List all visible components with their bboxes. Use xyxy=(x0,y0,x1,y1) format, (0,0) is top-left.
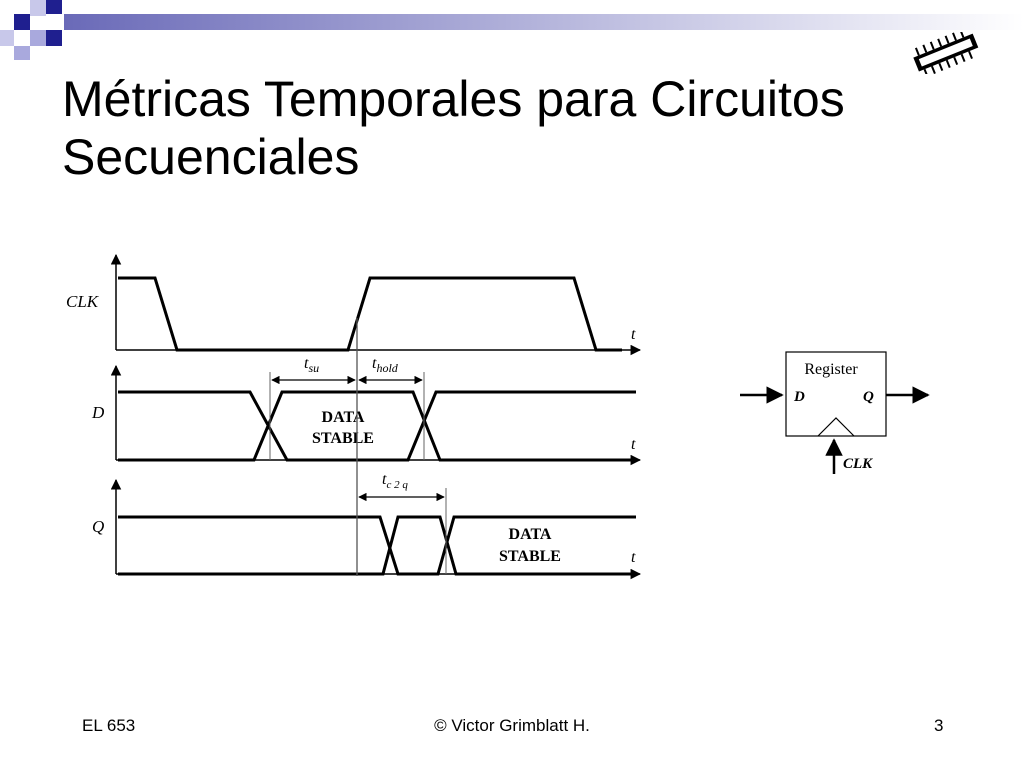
footer-course-code: EL 653 xyxy=(82,716,136,735)
register-d-pin: D xyxy=(793,389,805,405)
corner-square xyxy=(46,0,62,14)
q-signal-label: Q xyxy=(92,517,104,536)
corner-decoration xyxy=(0,0,1024,60)
d-data-stable-line-1: DATA xyxy=(322,409,365,426)
clk-time-label: t xyxy=(631,326,636,343)
corner-square xyxy=(30,0,46,16)
register-title: Register xyxy=(804,361,858,378)
corner-square xyxy=(30,30,46,46)
q-data-stable-line-2: STABLE xyxy=(499,548,561,565)
footer-author: © Victor Grimblatt H. xyxy=(434,716,590,735)
corner-square xyxy=(14,46,30,60)
d-time-label: t xyxy=(631,436,636,453)
clk-signal-label: CLK xyxy=(66,292,100,311)
footer-page-number: 3 xyxy=(934,716,944,735)
q-waveform xyxy=(118,515,636,576)
corner-square xyxy=(46,30,62,46)
corner-square xyxy=(0,30,14,46)
slide-title: Métricas Temporales para Circuitos Secue… xyxy=(62,70,992,186)
title-line-2: Secuenciales xyxy=(62,129,360,185)
register-clock-triangle xyxy=(817,417,855,437)
ic-chip-icon xyxy=(913,32,979,74)
q-data-stable-line-1: DATA xyxy=(509,526,552,543)
register-q-pin: Q xyxy=(863,389,874,405)
thold-label: thold xyxy=(372,355,399,375)
title-bar-gradient xyxy=(64,14,1024,30)
register-block: Register D Q CLK xyxy=(740,351,930,474)
d-waveform xyxy=(118,390,636,462)
corner-square xyxy=(14,14,30,30)
d-signal-label: D xyxy=(91,403,105,422)
tsu-label: tsu xyxy=(304,355,319,375)
q-time-label: t xyxy=(631,549,636,566)
d-data-stable-line-2: STABLE xyxy=(312,430,374,447)
title-line-1: Métricas Temporales para Circuitos xyxy=(62,71,845,127)
register-clk-pin: CLK xyxy=(843,456,873,472)
tcq-label: tc 2 q xyxy=(382,471,408,491)
clk-waveform xyxy=(118,276,622,352)
register-box xyxy=(785,351,887,437)
